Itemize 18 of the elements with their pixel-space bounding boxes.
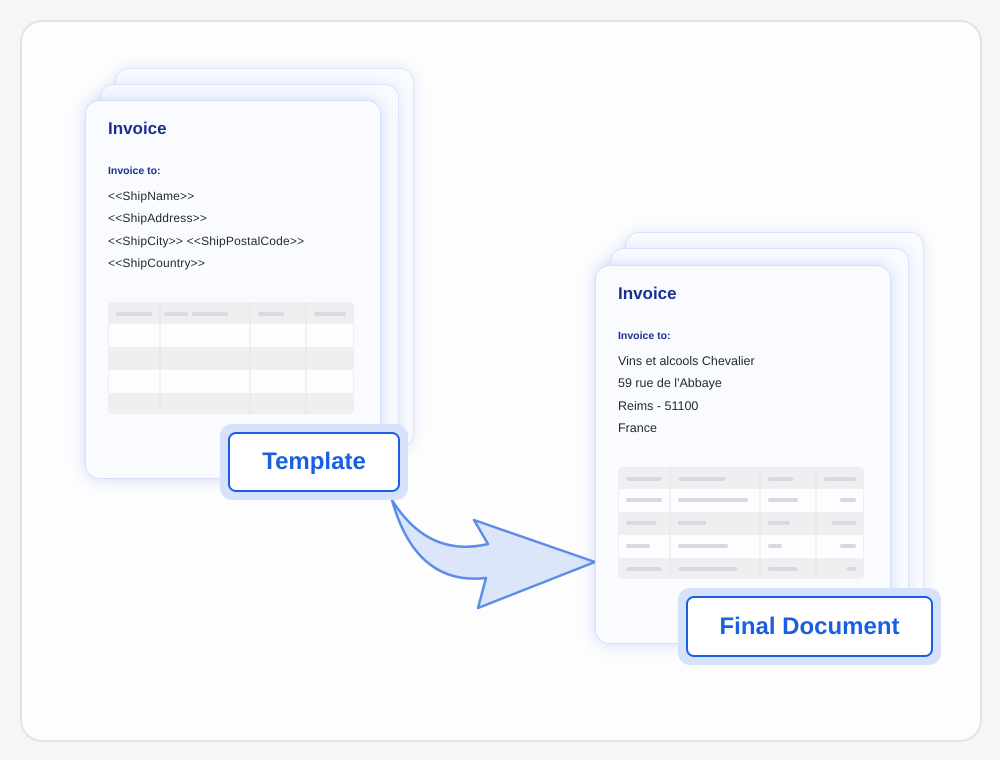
address-line: Vins et alcools Chevalier [618, 354, 755, 368]
invoice-document [85, 100, 381, 479]
address-line: Reims - 51100 [618, 399, 698, 413]
label-text: Final Document [686, 596, 933, 657]
document-title: Invoice [618, 284, 677, 304]
address-line: 59 rue de l'Abbaye [618, 376, 722, 390]
label-badge [678, 588, 941, 665]
placeholder-field: <<ShipName>> [108, 189, 194, 203]
field-label: Invoice to: [618, 330, 671, 342]
placeholder-field: <<ShipAddress>> [108, 211, 208, 225]
placeholder-field: <<ShipCity>> <<ShipPostalCode>> [108, 234, 304, 248]
address-line: France [618, 421, 657, 435]
field-label: Invoice to: [108, 165, 161, 177]
label-text: Template [228, 432, 400, 492]
document-title: Invoice [108, 119, 167, 139]
placeholder-field: <<ShipCountry>> [108, 256, 206, 270]
label-badge [220, 424, 408, 500]
curved-arrow [390, 498, 596, 610]
